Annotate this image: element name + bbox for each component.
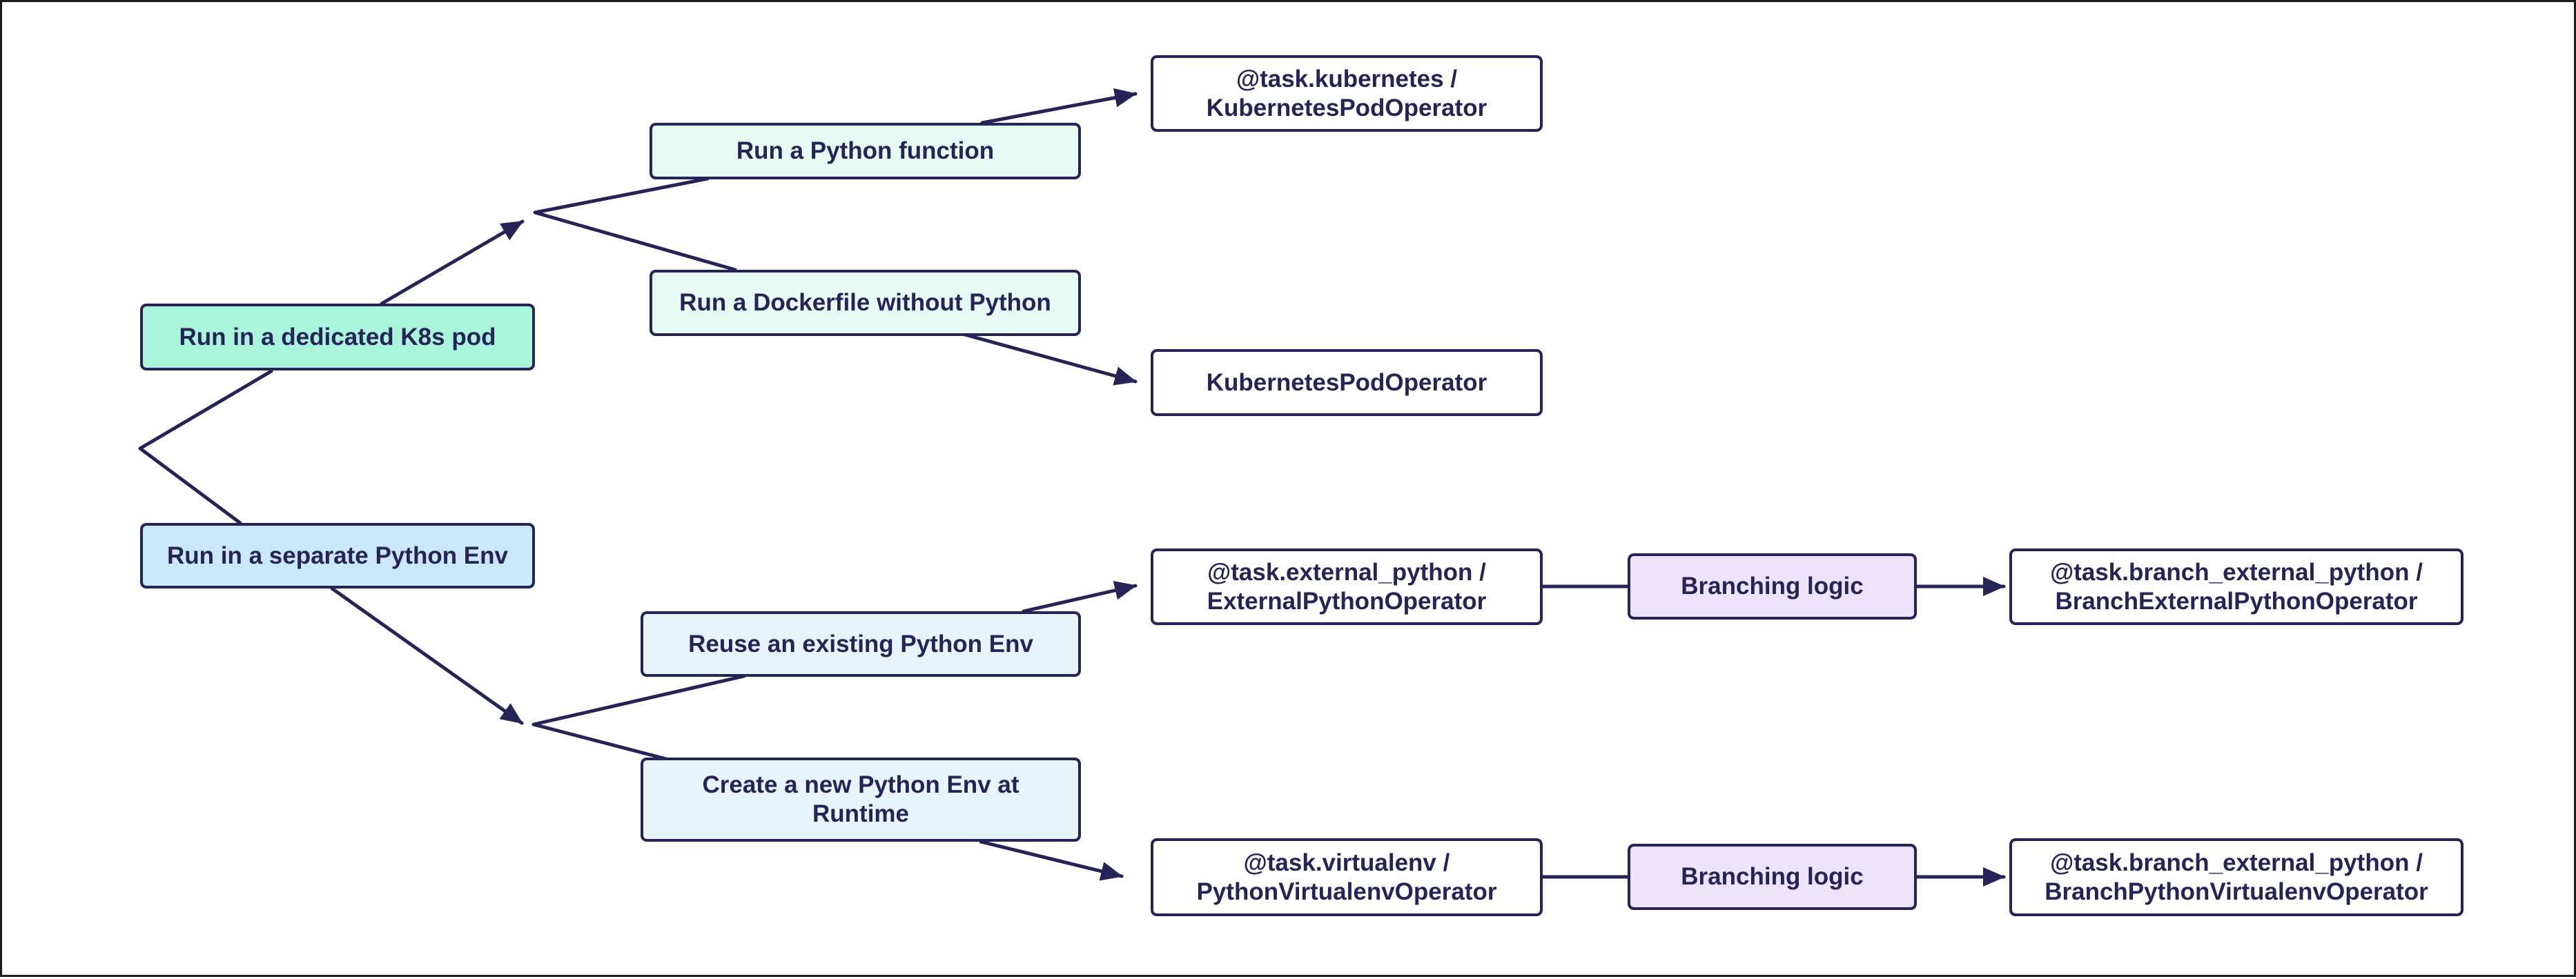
node-label: @task.branch_external_python / BranchExt… <box>2050 558 2423 615</box>
node-kubernetes-pod-operator: KubernetesPodOperator <box>1151 349 1543 416</box>
node-branch-external-python: @task.branch_external_python / BranchExt… <box>2009 548 2463 625</box>
connector-k8s-to-fork <box>380 219 525 306</box>
connector-dockerfile-to-pod-operator <box>963 333 1138 386</box>
node-branch-virtualenv: @task.branch_external_python / BranchPyt… <box>2009 838 2463 916</box>
node-label: @task.external_python / ExternalPythonOp… <box>1207 558 1487 615</box>
node-label: Run in a separate Python Env <box>167 542 508 569</box>
connector-root-to-k8s <box>138 369 273 525</box>
connector-env-to-fork <box>330 586 524 725</box>
node-label: Run a Python function <box>736 137 995 164</box>
connector-fork-k8s-choices <box>533 177 737 272</box>
node-python-env: Run in a separate Python Env <box>140 523 535 589</box>
node-label: @task.branch_external_python / BranchPyt… <box>2045 849 2428 905</box>
node-label: @task.kubernetes / KubernetesPodOperator <box>1206 65 1487 121</box>
connector-new-to-virtualenv <box>979 840 1124 881</box>
node-reuse-env: Reuse an existing Python Env <box>641 611 1081 677</box>
node-python-function: Run a Python function <box>650 123 1081 179</box>
node-label: Branching logic <box>1681 573 1864 600</box>
connector-fork-env-choices <box>531 674 746 761</box>
node-task-kubernetes: @task.kubernetes / KubernetesPodOperator <box>1151 55 1543 132</box>
node-label: Reuse an existing Python Env <box>688 630 1033 657</box>
node-label: KubernetesPodOperator <box>1206 368 1487 396</box>
node-k8s-pod: Run in a dedicated K8s pod <box>140 304 535 370</box>
node-label: Branching logic <box>1681 863 1864 890</box>
node-branching-logic-2: Branching logic <box>1628 844 1917 910</box>
node-virtualenv: @task.virtualenv / PythonVirtualenvOpera… <box>1151 838 1543 916</box>
node-external-python: @task.external_python / ExternalPythonOp… <box>1151 548 1543 625</box>
node-label: Run a Dockerfile without Python <box>679 289 1051 316</box>
node-dockerfile: Run a Dockerfile without Python <box>650 270 1081 336</box>
node-new-env: Create a new Python Env at Runtime <box>641 758 1081 842</box>
node-label: @task.virtualenv / PythonVirtualenvOpera… <box>1196 849 1497 905</box>
node-branching-logic-1: Branching logic <box>1628 553 1917 620</box>
node-label: Create a new Python Env at Runtime <box>702 771 1019 827</box>
node-label: Run in a dedicated K8s pod <box>179 323 496 350</box>
connector-reuse-to-external <box>1022 581 1138 613</box>
connector-function-to-task-kubernetes <box>980 88 1138 125</box>
